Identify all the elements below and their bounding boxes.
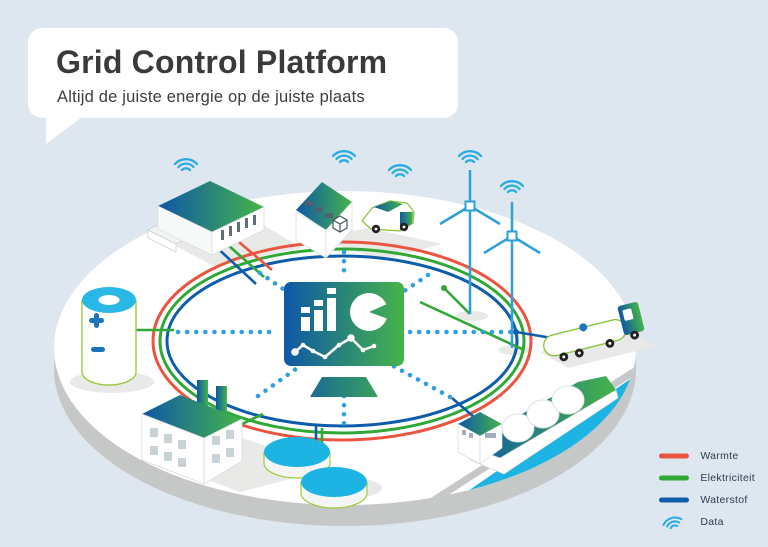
page-title: Grid Control Platform	[56, 44, 388, 80]
data-rays	[175, 249, 515, 431]
cube-icon	[332, 215, 348, 233]
control-monitor-icon	[284, 282, 404, 397]
wifi-icon	[173, 158, 199, 172]
wifi-icon	[658, 514, 690, 531]
legend-item-warmte: Warmte	[658, 445, 755, 467]
wifi-icons	[173, 150, 525, 194]
wifi-icon	[387, 164, 413, 178]
heat-ring	[151, 240, 533, 442]
hydrogen-ring	[165, 254, 519, 428]
heat-line-swatch	[658, 453, 690, 459]
factory-icon	[141, 380, 243, 485]
wifi-icon	[457, 150, 483, 164]
car-icon	[361, 200, 415, 234]
ship-icon	[457, 376, 619, 475]
speech-bubble-tail	[46, 117, 82, 144]
title-card: Grid Control Platform Altijd de juiste e…	[28, 28, 458, 144]
wifi-icon	[331, 150, 357, 164]
heat-line	[659, 453, 690, 459]
truck-icon	[543, 302, 645, 362]
legend-label: Data	[700, 516, 724, 528]
house-icon	[295, 182, 353, 259]
wifi-icon	[499, 180, 525, 194]
legend-label: Warmte	[700, 450, 739, 462]
legend-item-elektriciteit: Elektriciteit	[658, 467, 755, 489]
electricity-line	[659, 475, 690, 481]
storage-tanks-icon	[263, 437, 368, 509]
legend-item-data: Data	[658, 511, 755, 533]
legend: Warmte Elektriciteit Waterstof	[658, 445, 755, 533]
battery-icon	[81, 287, 137, 386]
office-building-icon	[147, 181, 265, 256]
hydrogen-line	[659, 497, 690, 503]
monitor-bar-chart	[301, 288, 336, 331]
electricity-line-swatch	[658, 475, 690, 481]
hydrogen-line-swatch	[658, 497, 690, 503]
wind-turbines-icon	[439, 170, 541, 348]
legend-label: Waterstof	[700, 494, 748, 506]
electricity-ring	[158, 247, 526, 435]
monitor-stand	[310, 377, 378, 397]
page-subtitle: Altijd de juiste energie op de juiste pl…	[57, 88, 365, 106]
monitor-pie-chart	[350, 293, 390, 331]
legend-label: Elektriciteit	[700, 472, 755, 484]
monitor-line-chart	[291, 334, 377, 360]
legend-item-waterstof: Waterstof	[658, 489, 755, 511]
energy-ring	[151, 240, 533, 442]
